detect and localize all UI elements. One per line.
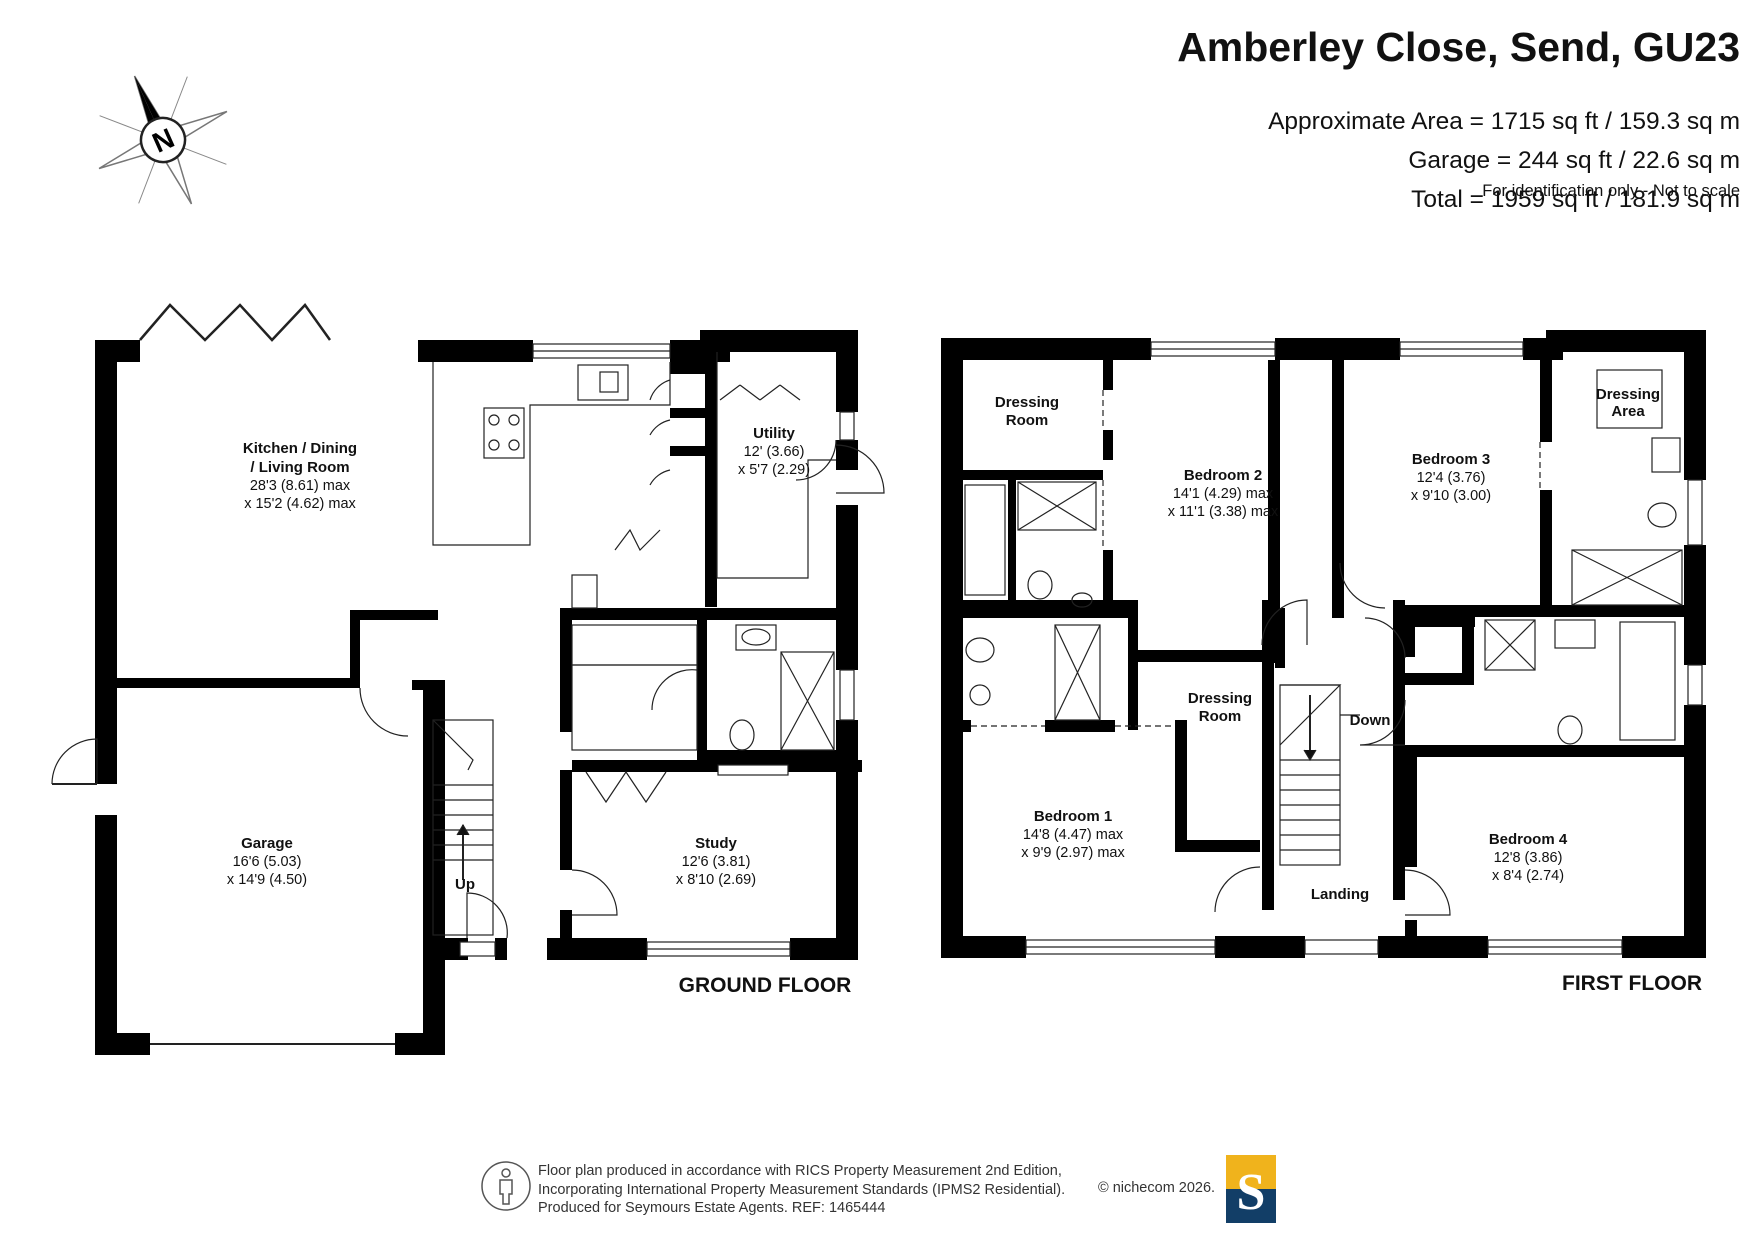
ground-floor-fixtures [51, 303, 885, 1045]
agent-logo-badge: S [1226, 1155, 1276, 1223]
dressing-room-1-label-line2: Room [1006, 412, 1049, 429]
measurement-standard-icon [481, 1161, 531, 1211]
dressing-area-label-line1: Dressing [1596, 386, 1660, 403]
ground-floor-title: GROUND FLOOR [679, 974, 852, 997]
bedroom-3-dimension-1: 12'4 (3.76) [1417, 470, 1486, 486]
ground-floor-walls [95, 330, 862, 1055]
copyright-notice: © nichecom 2026. [1098, 1180, 1216, 1196]
first-floor-labels: Dressing Room Bedroom 2 14'1 (4.29) max … [995, 386, 1702, 995]
landing-label: Landing [1311, 886, 1369, 903]
footer-disclaimer: Floor plan produced in accordance with R… [538, 1162, 1065, 1218]
bedroom-1-label: Bedroom 1 [1034, 808, 1112, 825]
bedroom-1-dimension-1: 14'8 (4.47) max [1023, 827, 1124, 843]
first-floor-title: FIRST FLOOR [1562, 972, 1702, 995]
first-floor-fixtures [964, 341, 1703, 955]
bedroom-2-dimension-1: 14'1 (4.29) max [1173, 486, 1274, 502]
footer-line-2: Incorporating International Property Mea… [538, 1181, 1066, 1198]
footer-line-3: Produced for Seymours Estate Agents. REF… [538, 1200, 886, 1216]
utility-dimension-1: 12' (3.66) [744, 444, 805, 460]
bedroom-4-dimension-1: 12'8 (3.86) [1494, 850, 1563, 866]
bedroom-2-label: Bedroom 2 [1184, 467, 1262, 484]
kitchen-dimension-1: 28'3 (8.61) max [250, 478, 351, 494]
property-title: Amberley Close, Send, GU23 [1177, 24, 1740, 70]
study-dimension-2: x 8'10 (2.69) [676, 872, 756, 888]
kitchen-label-line1: Kitchen / Dining [243, 440, 357, 457]
ground-floor-labels: Kitchen / Dining / Living Room 28'3 (8.6… [227, 425, 851, 997]
total-area: Total = 1959 sq ft / 181.9 sq m [1411, 186, 1740, 213]
compass-rose-icon: N [98, 75, 228, 205]
bedroom-3-label: Bedroom 3 [1412, 451, 1490, 468]
footer-line-1: Floor plan produced in accordance with R… [538, 1163, 1062, 1179]
scale-note: For identification only - Not to scale [1482, 182, 1740, 200]
garage-area: Garage = 244 sq ft / 22.6 sq m [1408, 147, 1740, 174]
dressing-room-1-label-line1: Dressing [995, 394, 1059, 411]
approximate-area: Approximate Area = 1715 sq ft / 159.3 sq… [1268, 108, 1740, 135]
stairs-up-label: Up [455, 876, 475, 893]
study-dimension-1: 12'6 (3.81) [682, 854, 751, 870]
utility-dimension-2: x 5'7 (2.29) [738, 462, 810, 478]
kitchen-dimension-2: x 15'2 (4.62) max [244, 496, 356, 512]
bedroom-1-dimension-2: x 9'9 (2.97) max [1021, 845, 1125, 861]
garage-dimension-1: 16'6 (5.03) [233, 854, 302, 870]
garage-label: Garage [241, 835, 293, 852]
garage-dimension-2: x 14'9 (4.50) [227, 872, 307, 888]
dressing-area-label-line2: Area [1611, 403, 1645, 420]
bedroom-2-dimension-2: x 11'1 (3.38) max [1168, 504, 1279, 520]
kitchen-label-line2: / Living Room [250, 459, 349, 476]
bedroom-3-dimension-2: x 9'10 (3.00) [1411, 488, 1491, 504]
study-label: Study [695, 835, 737, 852]
bedroom-4-dimension-2: x 8'4 (2.74) [1492, 868, 1564, 884]
first-floor-walls [941, 330, 1706, 958]
bedroom-4-label: Bedroom 4 [1489, 831, 1568, 848]
stairs-down-label: Down [1350, 712, 1391, 729]
dressing-room-2-label-line1: Dressing [1188, 690, 1252, 707]
badge-lower-band [1226, 1189, 1276, 1223]
badge-letter: S [1236, 1164, 1266, 1221]
utility-label: Utility [753, 425, 795, 442]
dressing-room-2-label-line2: Room [1199, 708, 1242, 725]
